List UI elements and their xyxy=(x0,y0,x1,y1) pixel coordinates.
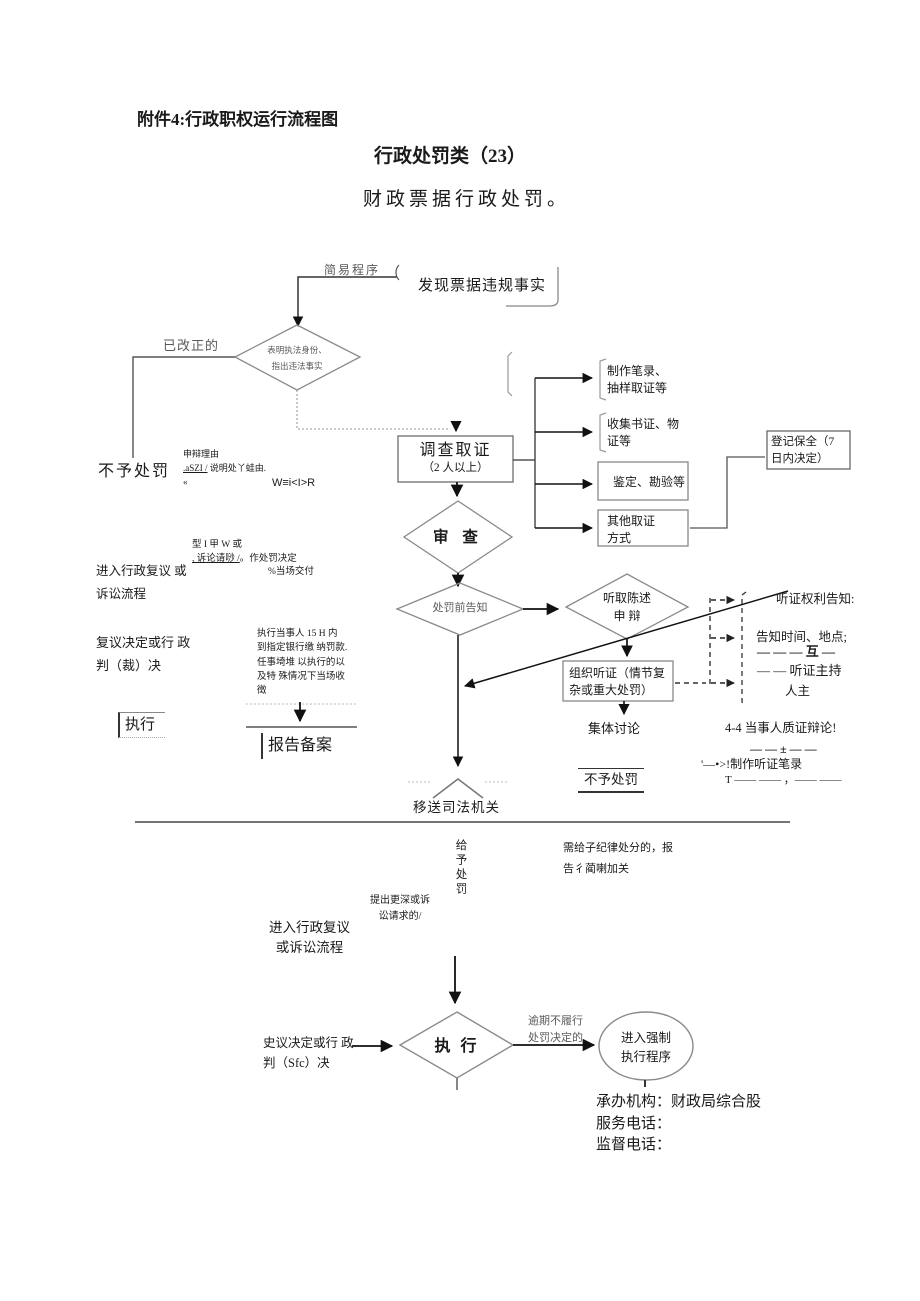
defense-note-line3: « xyxy=(183,476,188,487)
discipline-note: 需给子纪律处分的，报 告彳蔺喇加关 xyxy=(563,842,673,875)
onsite-delivery-note: %当场交付 xyxy=(268,567,314,577)
service-phone-line: 服务电话： xyxy=(596,1116,672,1132)
appeal-request-note: 提出更深或诉 讼请求的/ xyxy=(370,895,430,922)
transfer-split-shape xyxy=(432,778,484,799)
transfer-judicial-label: 移送司法机关 xyxy=(413,800,500,815)
subject-title: 财政票据行政处罚。 xyxy=(363,189,571,210)
enter-review-bottom-label: 进入行政复议 或诉讼流程 xyxy=(269,920,350,956)
hearing-time-place-label: 告知时间、地点; xyxy=(756,630,847,644)
defense-note-rest: 说明处丫蛙由. xyxy=(207,462,267,473)
no-penalty-left-label: 不予处罚 xyxy=(98,463,171,480)
execute-diamond-label: 执 行 xyxy=(434,1038,480,1055)
identity-diamond-label: 表明执法身份、 指出违法事实 xyxy=(267,345,327,372)
discover-box-border xyxy=(506,267,559,307)
enter-review-left-label: 进入行政复议 或 诉讼流程 xyxy=(96,564,187,601)
compulsory-ellipse-label: 进入强制 执行程序 xyxy=(620,1031,671,1064)
hearing-dash-row-2: — — 听证主持 xyxy=(757,663,842,678)
scan-bracket-mark xyxy=(507,351,513,397)
hearing-debate-label: 4-4 当事人质证辩论! xyxy=(725,721,837,735)
preservation-connector xyxy=(690,456,765,529)
defense-note: 申辩理由 .aSZI / 说明处丫蛙由. « xyxy=(183,448,266,490)
decision-note-underlined: , 诉论请唦 / xyxy=(192,554,240,565)
hearing-dash-row-1: — — — 互 — xyxy=(757,644,836,659)
method-item-appraisal: 鉴定、勘验等 xyxy=(613,475,686,489)
method4-box-shape xyxy=(597,509,689,547)
scan-artifact-mark: W≡i<I>R xyxy=(272,477,316,489)
method1-bracket xyxy=(599,358,607,401)
supervision-phone-line: 监督电话： xyxy=(596,1137,672,1153)
defense-note-underlined: .aSZI / xyxy=(183,462,208,473)
category-title: 行政处罚类（23） xyxy=(374,146,527,167)
execute-box: 执行 xyxy=(118,712,166,739)
decision-note: 型 I 甲 W 或 , 诉论请唦 /。作处罚决定 xyxy=(192,538,297,567)
ruling-bottom-label: 史议决定或行 政 判（Sfc）决 xyxy=(263,1036,354,1070)
audit-diamond-label: 审 查 xyxy=(433,529,483,546)
execution-note: 执行当事人 15 H 内 到指定银行缴 纳罚款. 任事埼堆 以执行的以 及特 殊… xyxy=(257,629,348,696)
method-item-other: 其他取证 方式 xyxy=(607,514,656,546)
hearing-box-label: 组织听证（情节复 杂或重大处罚） xyxy=(569,666,666,698)
method3-box-shape xyxy=(597,461,689,501)
hearing-dash-row-3: — — ± — — xyxy=(750,742,817,756)
prenotice-diamond-shape xyxy=(395,582,525,636)
dashed-bracket-right xyxy=(741,591,747,706)
hearing-return-diagonal xyxy=(463,590,789,689)
collective-discussion-label: 集体讨论 xyxy=(588,721,641,736)
hearing-box-shape xyxy=(562,660,674,702)
preservation-box-label: 登记保全（7 日内决定） xyxy=(771,436,835,466)
defense-note-line2: .aSZI / 说明处丫蛙由. xyxy=(183,462,266,476)
simple-procedure-label: 简易程序 xyxy=(324,263,381,277)
investigation-box-shape xyxy=(397,435,514,483)
method-item-records: 制作笔录、 抽样取证等 xyxy=(607,364,668,396)
agency-line: 承办机构：财政局综合股 xyxy=(596,1094,762,1110)
overdue-label: 逾期不履行 处罚决定的 xyxy=(528,1015,583,1044)
discover-fact-label: 发现票据违规事实 xyxy=(418,278,547,294)
method2-bracket xyxy=(599,412,607,453)
scan-brace-mark xyxy=(395,264,400,281)
page-title: 附件4:行政职权运行流程图 xyxy=(137,110,339,129)
hearing-rights-label: 听证权利告知: xyxy=(776,592,855,606)
preservation-box-shape xyxy=(766,430,851,470)
hearing-dash-row-4: T —— —— ，—— —— xyxy=(725,774,842,786)
defense-note-line1: 申辩理由 xyxy=(183,449,220,459)
statement-diamond-label: 听取陈述 申 辩 xyxy=(602,591,651,623)
decision-note-rest: 。作处罚决定 xyxy=(239,554,297,565)
investigation-box-subtitle: （2 人以上） xyxy=(422,462,489,474)
hearing-record-label: '—•>!制作听证笔录 xyxy=(701,757,803,771)
diamond-to-investigation-line xyxy=(296,390,448,430)
ruling-left-label: 复议决定或行 政 判（裁）决 xyxy=(96,635,191,674)
give-penalty-label: 给予处罚 xyxy=(454,839,467,897)
report-record-box: 报告备案 xyxy=(261,733,342,759)
investigation-box-title: 调查取证 xyxy=(419,442,492,459)
corrected-label: 已改正的 xyxy=(163,338,220,353)
decision-note-line1: 型 I 甲 W 或 xyxy=(192,540,242,550)
hearing-host-label: 人主 xyxy=(785,684,811,698)
decision-note-line2: , 诉论请唦 /。作处罚决定 xyxy=(192,552,297,566)
corrected-branch-line xyxy=(132,356,235,458)
prenotice-diamond-label: 处罚前告知 xyxy=(432,602,488,614)
no-penalty-mid-label: 不予处罚 xyxy=(578,768,644,794)
method-item-evidence: 收集书证、物 证等 xyxy=(607,417,680,449)
simple-procedure-connector xyxy=(292,276,397,328)
